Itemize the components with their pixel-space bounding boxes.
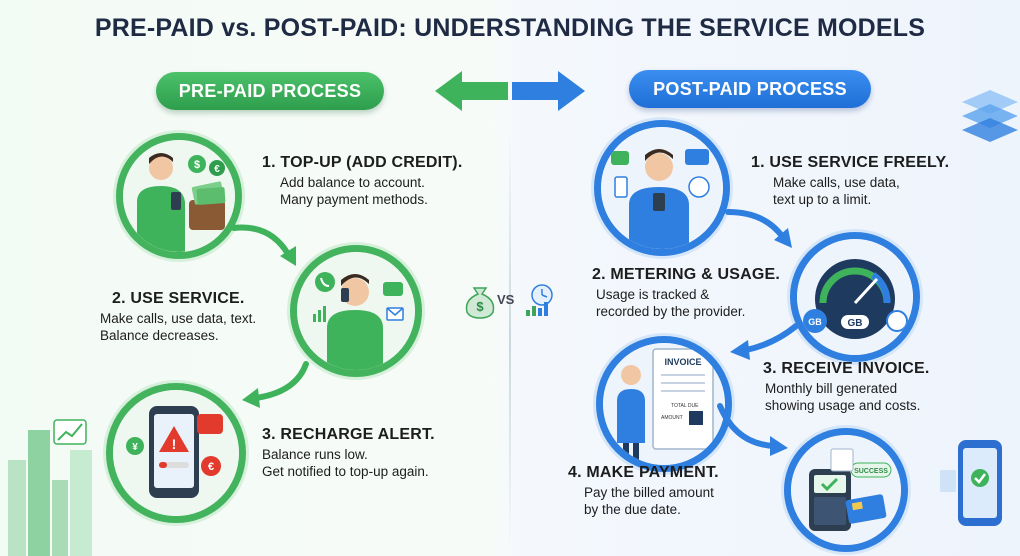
topup-illustration: $ €	[116, 133, 242, 259]
prepaid-step-3-line-1: Balance runs low.	[262, 447, 368, 462]
prepaid-step-2-line-1: Make calls, use data, text.	[100, 311, 257, 326]
postpaid-arrow-2	[730, 323, 799, 360]
postpaid-step-2-line-2: recorded by the provider.	[596, 304, 746, 319]
use-service-illustration	[290, 245, 422, 377]
prepaid-step-3-line-2: Get notified to top-up again.	[262, 464, 429, 479]
prepaid-step-2-line-2: Balance decreases.	[100, 328, 219, 343]
postpaid-step-2-line-1: Usage is tracked &	[596, 287, 710, 302]
postpaid-process-label: POST-PAID PROCESS	[629, 70, 871, 108]
svg-text:!: !	[172, 436, 177, 452]
prepaid-arrow-2	[242, 361, 309, 408]
postpaid-step-1-line-1: Make calls, use data,	[773, 175, 900, 190]
clock-chart-icon	[526, 284, 553, 316]
svg-text:¥: ¥	[132, 442, 138, 453]
postpaid-step-1-line-2: text up to a limit.	[773, 192, 872, 207]
invoice-illustration: INVOICE TOTAL DUE AMOUNT	[596, 336, 732, 472]
prepaid-step-1: 1. TOP-UP (ADD CREDIT). Add balance to a…	[262, 154, 462, 208]
prepaid-step-1-line-1: Add balance to account.	[280, 175, 425, 190]
prepaid-step-2-heading: 2. USE SERVICE.	[112, 290, 245, 307]
money-bag-icon: $	[465, 287, 495, 319]
postpaid-step-3-line-1: Monthly bill generated	[765, 381, 898, 396]
postpaid-step-4-line-2: by the due date.	[584, 502, 681, 517]
prepaid-step-3-heading: 3. RECHARGE ALERT.	[262, 426, 435, 443]
postpaid-arrow-3	[717, 403, 788, 456]
use-freely-illustration	[594, 120, 730, 256]
postpaid-step-4-heading: 4. MAKE PAYMENT.	[568, 464, 719, 481]
gauge-center-label: GB	[848, 318, 863, 329]
postpaid-step-4: 4. MAKE PAYMENT. Pay the billed amount b…	[568, 464, 719, 518]
prepaid-step-3: 3. RECHARGE ALERT. Balance runs low. Get…	[262, 426, 435, 480]
prepaid-step-1-heading: 1. TOP-UP (ADD CREDIT).	[262, 154, 463, 171]
prepaid-process-label: PRE-PAID PROCESS	[156, 72, 384, 110]
prepaid-step-2: 2. USE SERVICE. Make calls, use data, te…	[100, 290, 256, 344]
svg-text:$: $	[194, 159, 200, 171]
vs-label: VS	[497, 292, 515, 307]
page-title: PRE-PAID vs. POST-PAID: UNDERSTANDING TH…	[94, 14, 926, 42]
postpaid-step-3: 3. RECEIVE INVOICE. Monthly bill generat…	[763, 360, 930, 414]
recharge-alert-illustration: ! € ¥	[106, 383, 246, 523]
gauge-left-label: GB	[808, 317, 822, 327]
svg-text:$: $	[476, 299, 484, 314]
layers-decoration	[962, 90, 1018, 142]
payment-success-label: SUCCESS	[854, 468, 888, 475]
double-arrow-icon	[435, 71, 585, 111]
postpaid-step-2: 2. METERING & USAGE. Usage is tracked & …	[592, 266, 780, 320]
postpaid-step-4-line-1: Pay the billed amount	[584, 485, 714, 500]
metering-gauge-illustration: GB GB	[790, 232, 920, 362]
prepaid-arrow-1	[231, 224, 296, 266]
invoice-total-due: TOTAL DUE	[671, 403, 699, 409]
payment-illustration: SUCCESS	[784, 428, 908, 552]
city-decoration	[8, 419, 92, 556]
invoice-title: INVOICE	[664, 357, 701, 367]
svg-text:€: €	[214, 164, 220, 175]
svg-text:€: €	[208, 461, 214, 473]
postpaid-arrow-1	[725, 209, 792, 248]
phone-decoration	[940, 440, 1002, 526]
invoice-amount: AMOUNT	[661, 415, 683, 421]
postpaid-step-3-line-2: showing usage and costs.	[765, 398, 921, 413]
postpaid-step-3-heading: 3. RECEIVE INVOICE.	[763, 360, 930, 377]
prepaid-step-1-line-2: Many payment methods.	[280, 192, 428, 207]
postpaid-step-2-heading: 2. METERING & USAGE.	[592, 266, 781, 283]
center-divider	[509, 130, 511, 550]
postpaid-step-1: 1. USE SERVICE FREELY. Make calls, use d…	[751, 154, 949, 208]
postpaid-step-1-heading: 1. USE SERVICE FREELY.	[751, 154, 950, 171]
